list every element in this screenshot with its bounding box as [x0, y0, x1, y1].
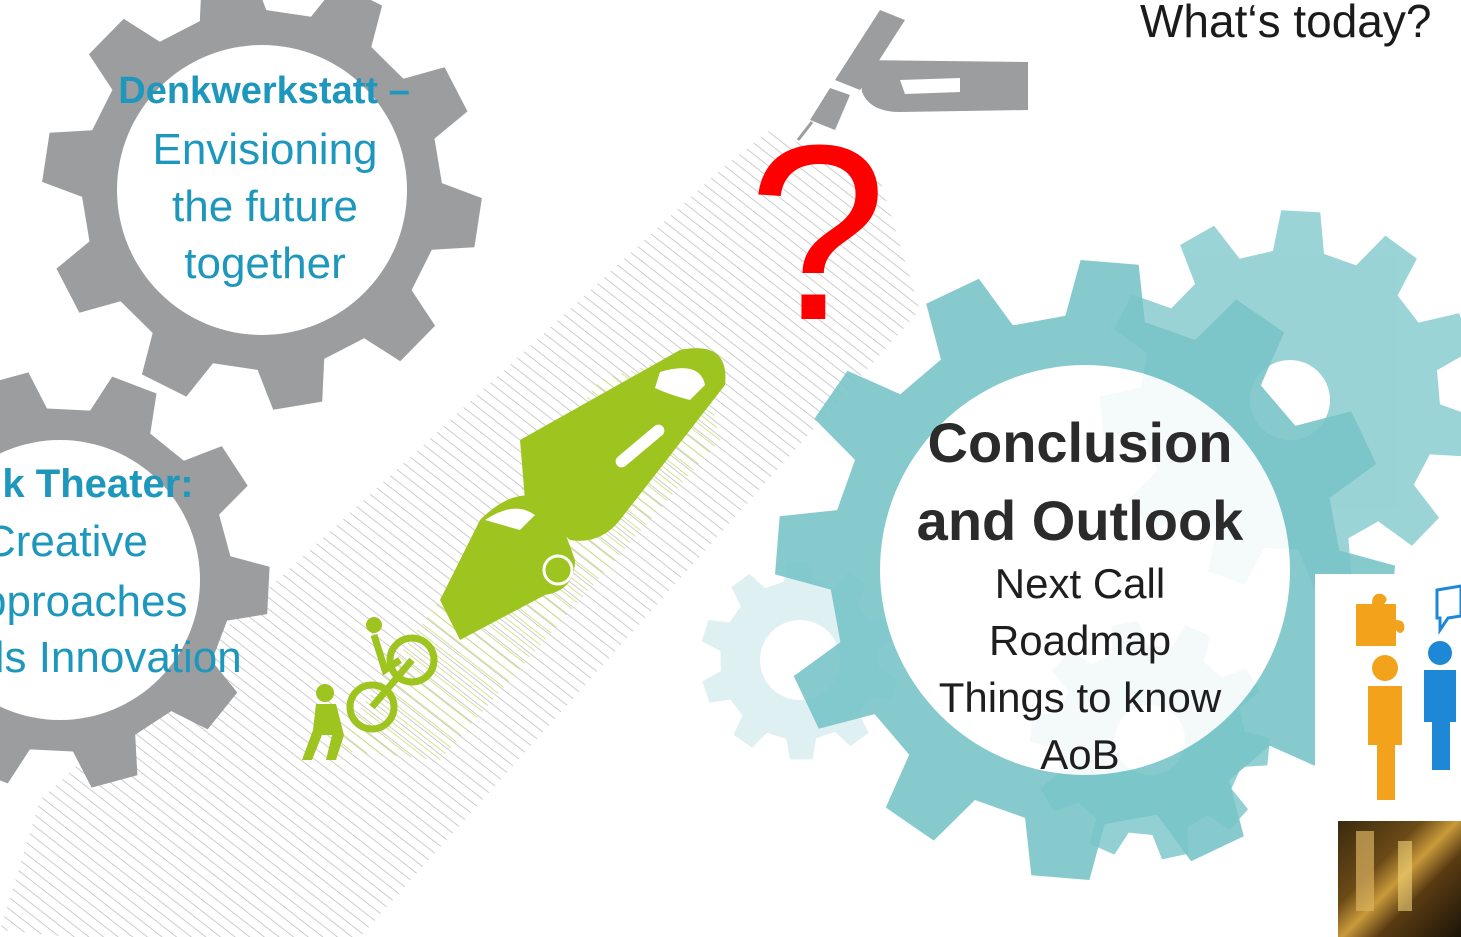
gear-think-theater: [0, 372, 270, 788]
conclusion-item-2: Roadmap: [988, 617, 1172, 664]
conclusion-item-4: AoB: [1040, 731, 1120, 778]
grey-gears: [0, 0, 482, 788]
think-theater-line-2: pproaches: [0, 577, 188, 626]
denkwerkstatt-line-2: the future: [172, 182, 358, 231]
photo-thumbnail: [1338, 821, 1461, 937]
denkwerkstatt-title: Denkwerkstatt –: [118, 70, 410, 112]
cyclist-icon: [346, 617, 438, 733]
pedestrian-icon: [302, 684, 344, 760]
car-icon: [440, 495, 575, 640]
think-theater-line-1: Creative: [0, 517, 148, 566]
teal-gears: [701, 210, 1461, 880]
question-mark: ?: [748, 93, 888, 372]
gear-conclusion: [775, 260, 1395, 880]
think-theater-title: nk Theater:: [0, 462, 194, 506]
hand-writing-icon: [796, 10, 1028, 141]
conclusion-title-2: and Outlook: [916, 489, 1244, 552]
denkwerkstatt-line-3: together: [184, 239, 346, 288]
page-question: What‘s today?: [1140, 0, 1432, 47]
train-icon: [520, 348, 726, 541]
think-theater-line-3: ds Innovation: [0, 633, 242, 682]
conclusion-item-1: Next Call: [994, 560, 1166, 607]
gear-denkwerkstatt: [42, 0, 482, 410]
puzzle-icon: [1356, 593, 1405, 646]
denkwerkstatt-line-1: Envisioning: [152, 125, 378, 174]
conclusion-title-1: Conclusion: [927, 411, 1233, 474]
conclusion-item-3: Things to know: [938, 674, 1222, 721]
